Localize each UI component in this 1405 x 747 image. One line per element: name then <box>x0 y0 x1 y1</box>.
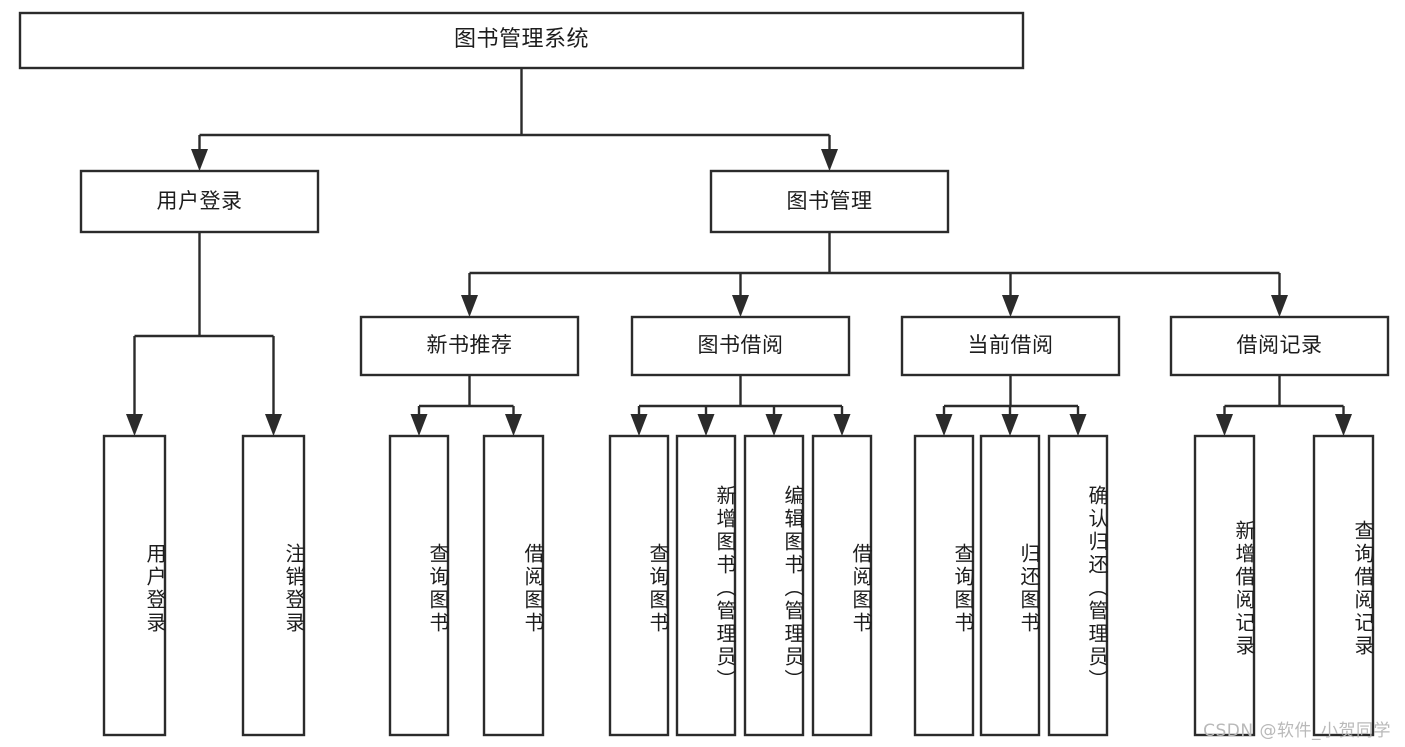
arrow-head-icon <box>935 414 953 436</box>
arrow-head-icon <box>1069 414 1087 436</box>
arrow-head-icon <box>697 414 715 436</box>
node-box-root[interactable] <box>18 11 1025 70</box>
connector-group <box>191 68 838 171</box>
node-box-leaf-logout[interactable] <box>241 434 306 737</box>
node-box-leaf-query-book-rec[interactable] <box>388 434 450 737</box>
connector-group <box>410 375 522 436</box>
node-box-leaf-edit-book[interactable] <box>743 434 805 737</box>
connector-group <box>461 232 1288 317</box>
node-box-current-borrow[interactable] <box>900 315 1121 377</box>
node-box-leaf-confirm-return[interactable] <box>1047 434 1109 737</box>
node-box-leaf-add-book[interactable] <box>675 434 737 737</box>
node-box-book-borrow[interactable] <box>630 315 851 377</box>
node-box-leaf-add-record[interactable] <box>1193 434 1256 737</box>
node-box-borrow-record[interactable] <box>1169 315 1390 377</box>
csdn-watermark: CSDN @软件_小贺同学 <box>1203 721 1391 741</box>
arrow-head-icon <box>630 414 648 436</box>
arrow-head-icon <box>1002 295 1019 317</box>
node-box-leaf-query-record[interactable] <box>1312 434 1375 737</box>
arrow-head-icon <box>410 414 428 436</box>
arrow-head-icon <box>191 149 208 171</box>
node-box-leaf-borrow-book-rec[interactable] <box>482 434 545 737</box>
node-box-leaf-user-login[interactable] <box>102 434 167 737</box>
arrow-head-icon <box>265 414 282 436</box>
arrow-head-icon <box>505 414 522 436</box>
arrow-head-icon <box>833 414 851 436</box>
node-box-new-book-rec[interactable] <box>359 315 580 377</box>
arrow-head-icon <box>821 149 838 171</box>
arrow-head-icon <box>765 414 783 436</box>
arrow-head-icon <box>1216 414 1233 436</box>
node-box-book-manage[interactable] <box>709 169 950 234</box>
arrow-head-icon <box>1001 414 1019 436</box>
connector-group <box>935 375 1087 436</box>
node-box-leaf-query-book-cur[interactable] <box>913 434 975 737</box>
arrow-head-icon <box>461 295 478 317</box>
connector-group <box>126 232 282 436</box>
connector-group <box>630 375 851 436</box>
node-box-leaf-return-book[interactable] <box>979 434 1041 737</box>
arrow-head-icon <box>1335 414 1352 436</box>
node-box-leaf-query-book-borrow[interactable] <box>608 434 670 737</box>
arrow-head-icon <box>1271 295 1288 317</box>
arrow-head-icon <box>732 295 749 317</box>
node-box-leaf-borrow-book[interactable] <box>811 434 873 737</box>
connector-group <box>1216 375 1352 436</box>
arrow-head-icon <box>126 414 143 436</box>
node-box-user-login[interactable] <box>79 169 320 234</box>
